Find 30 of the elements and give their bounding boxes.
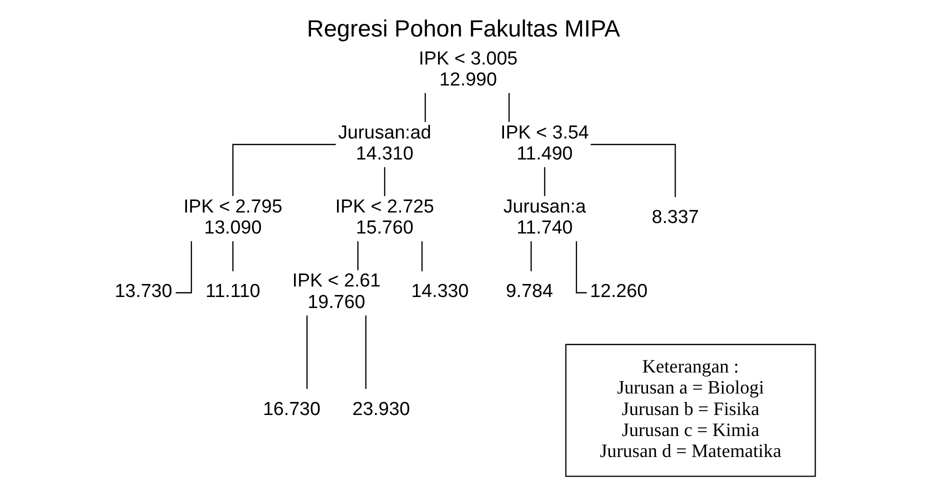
- node-text: 11.110: [206, 280, 260, 302]
- node-text: 9.784: [506, 280, 553, 302]
- node-text: 13.730: [114, 280, 172, 302]
- connector: [176, 241, 192, 294]
- node-text: IPK < 3.54 11.490: [500, 121, 589, 164]
- node-text: 14.330: [411, 280, 469, 302]
- connector: [232, 144, 336, 196]
- node-text: IPK < 3.005 12.990: [418, 47, 518, 90]
- connector: [530, 241, 532, 272]
- node-text: Jurusan:ad 14.310: [338, 121, 432, 164]
- node-text: 23.930: [352, 398, 410, 419]
- connector: [357, 241, 358, 270]
- connector: [590, 144, 676, 198]
- connector: [232, 241, 234, 272]
- connector: [508, 93, 510, 122]
- connector: [365, 315, 366, 389]
- connector: [384, 167, 386, 196]
- node-text: Jurusan:a 11.740: [503, 195, 586, 238]
- node-text: IPK < 2.61 19.760: [292, 270, 381, 312]
- node-text: 12.260: [590, 280, 648, 302]
- connector: [306, 315, 308, 389]
- node-box: Keterangan : Jurusan a = Biologi Jurusan b = Fisika Jurusan c = Kimia Jurusan d = Matematika: [565, 344, 816, 477]
- node-text: IPK < 2.725 15.760: [335, 195, 434, 238]
- node-text: IPK < 2.795 13.090: [183, 195, 282, 238]
- diagram-title: Regresi Pohon Fakultas MIPA: [306, 15, 620, 42]
- connector: [421, 241, 423, 272]
- node-text: 16.730: [262, 398, 320, 419]
- connector: [424, 93, 426, 122]
- connector: [544, 167, 546, 196]
- node-text: 8.337: [652, 206, 699, 228]
